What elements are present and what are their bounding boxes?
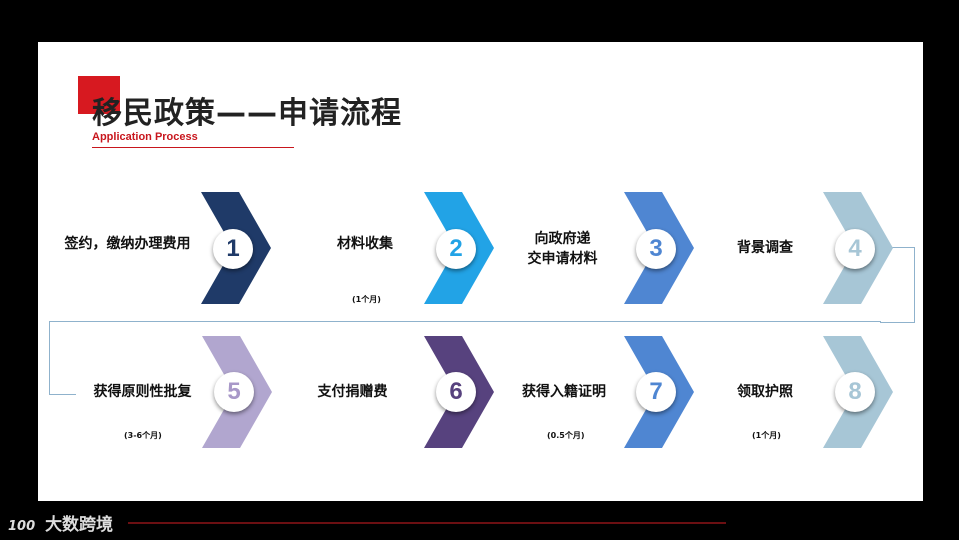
step-label: 领取护照 xyxy=(737,384,793,400)
step-label: 背景调查 xyxy=(737,240,793,256)
subtitle-underline xyxy=(92,147,294,148)
step-label: 获得原则性批复 xyxy=(93,384,192,400)
step-label: 材料收集 xyxy=(337,236,393,252)
step-number-badge: 2 xyxy=(436,229,476,269)
step-label-line-1: 向政府递 xyxy=(534,231,591,247)
connector-right xyxy=(880,247,915,323)
step-label: 向政府递 交申请材料 xyxy=(515,229,610,269)
step-number-badge: 3 xyxy=(636,229,676,269)
step-duration-note: (1个月) xyxy=(752,431,781,440)
step-label-line-2: 交申请材料 xyxy=(527,251,598,267)
step-duration-note: (1个月) xyxy=(352,295,381,304)
page-title: 移民政策——申请流程 xyxy=(92,96,402,131)
step-number-badge: 5 xyxy=(214,372,254,412)
step-number-badge: 8 xyxy=(835,372,875,412)
connector-middle xyxy=(49,321,881,322)
step-label: 获得入籍证明 xyxy=(522,384,606,400)
step-number-badge: 4 xyxy=(835,229,875,269)
step-number-badge: 1 xyxy=(213,229,253,269)
brand-name: 大数跨境 xyxy=(45,515,114,535)
step-duration-note: (0.5个月) xyxy=(547,431,585,440)
footer-divider xyxy=(128,522,726,524)
step-number-badge: 6 xyxy=(436,372,476,412)
page-subtitle: Application Process xyxy=(92,131,198,143)
step-number-badge: 7 xyxy=(636,372,676,412)
footer-brand-logo: 100 大数跨境 xyxy=(8,510,113,535)
brand-mark-icon: 100 xyxy=(8,519,36,534)
step-duration-note: (3-6个月) xyxy=(124,431,162,440)
connector-left xyxy=(49,321,76,395)
step-label: 支付捐赠费 xyxy=(317,384,388,400)
step-label: 签约，缴纳办理费用 xyxy=(64,236,191,252)
title-accent-block xyxy=(78,76,120,114)
